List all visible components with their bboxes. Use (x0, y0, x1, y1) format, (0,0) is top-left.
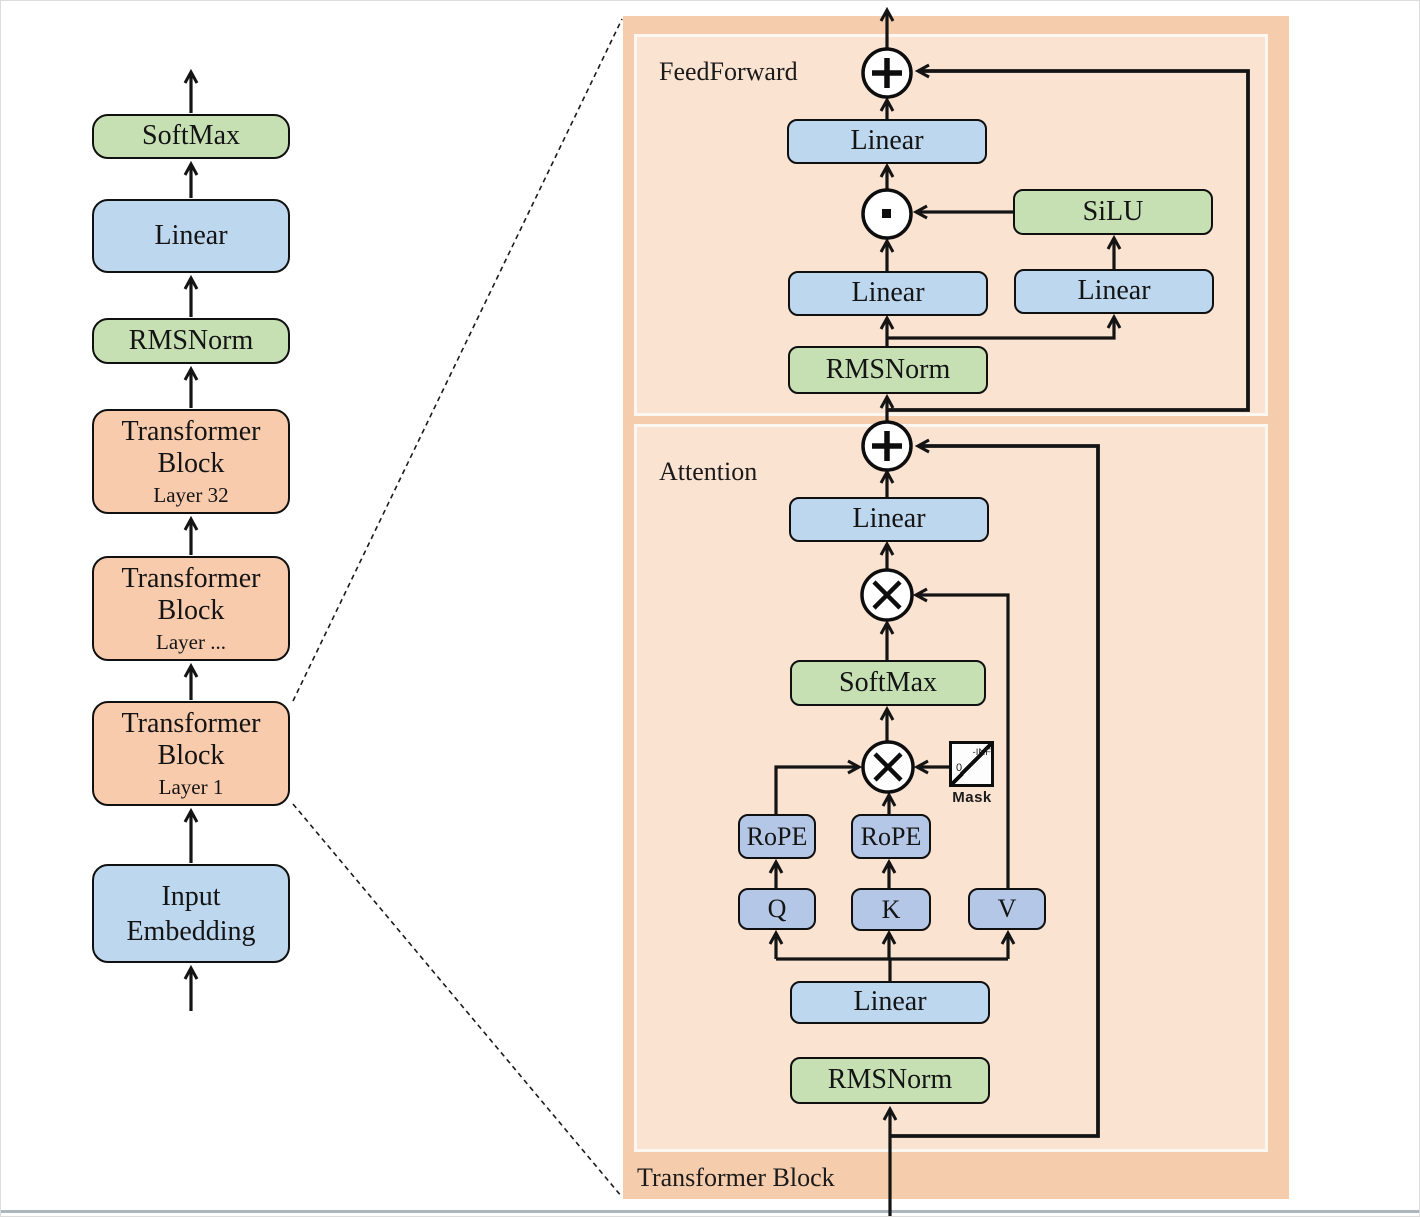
zoom-guide-top (292, 18, 623, 702)
bottom-divider (1, 1210, 1419, 1213)
rope-k-box: RoPE (851, 814, 931, 859)
q-box: Q (738, 888, 816, 930)
ff-linear-up-box: Linear (1014, 269, 1214, 314)
zoom-guide-bottom (292, 803, 623, 1198)
ff-linear-out-box: Linear (787, 119, 987, 164)
transformer-block-layerdots-box: Transformer Block Layer ... (92, 556, 290, 661)
box-label: Transformer Block (121, 563, 261, 627)
ff-rmsnorm-box: RMSNorm (788, 346, 988, 394)
input-embedding-box: Input Embedding (92, 864, 290, 963)
silu-box: SiLU (1013, 189, 1213, 235)
left-rmsnorm-box: RMSNorm (92, 318, 290, 364)
box-label: Linear (852, 503, 926, 535)
box-label: K (881, 894, 901, 924)
left-linear-box: Linear (92, 199, 290, 273)
box-sublabel: Layer 1 (158, 774, 224, 799)
ff-linear-gate-box: Linear (788, 271, 988, 316)
attention-linear-qkv-box: Linear (790, 981, 990, 1024)
box-label: Linear (154, 219, 228, 251)
box-label: RoPE (746, 821, 808, 851)
mask-inf-value: -INF (972, 747, 991, 758)
box-label: Linear (851, 277, 925, 309)
mask-caption: Mask (952, 789, 992, 806)
box-label: Transformer Block (121, 416, 261, 480)
left-softmax-box: SoftMax (92, 114, 290, 159)
feedforward-title: FeedForward (659, 57, 798, 86)
box-label: SoftMax (839, 666, 937, 698)
box-label: RMSNorm (827, 1064, 953, 1096)
box-label: RMSNorm (128, 324, 254, 356)
transformer-block-layer1-box: Transformer Block Layer 1 (92, 701, 290, 806)
box-label: RoPE (860, 821, 922, 851)
mask-icon: -INF 0 (949, 741, 994, 787)
attention-linear-out-box: Linear (789, 497, 989, 542)
box-label: SoftMax (142, 120, 240, 152)
box-label: V (997, 894, 1017, 924)
box-sublabel: Layer 32 (153, 482, 229, 507)
box-label: Q (767, 894, 787, 924)
attention-rmsnorm-box: RMSNorm (790, 1057, 990, 1104)
attention-title: Attention (659, 457, 758, 486)
box-sublabel: Layer ... (156, 629, 226, 654)
transformer-block-title: Transformer Block (637, 1163, 835, 1192)
transformer-block-layer32-box: Transformer Block Layer 32 (92, 409, 290, 514)
v-box: V (968, 888, 1046, 930)
box-label: SiLU (1082, 195, 1144, 227)
rope-q-box: RoPE (738, 814, 816, 859)
box-label: Input Embedding (126, 880, 256, 947)
box-label: Transformer Block (121, 708, 261, 772)
box-label: Linear (853, 986, 927, 1018)
mask-zero-value: 0 (956, 762, 963, 774)
box-label: Linear (850, 125, 924, 157)
k-box: K (851, 888, 931, 931)
box-label: Linear (1077, 275, 1151, 307)
box-label: RMSNorm (825, 353, 951, 385)
attention-softmax-box: SoftMax (790, 660, 986, 706)
